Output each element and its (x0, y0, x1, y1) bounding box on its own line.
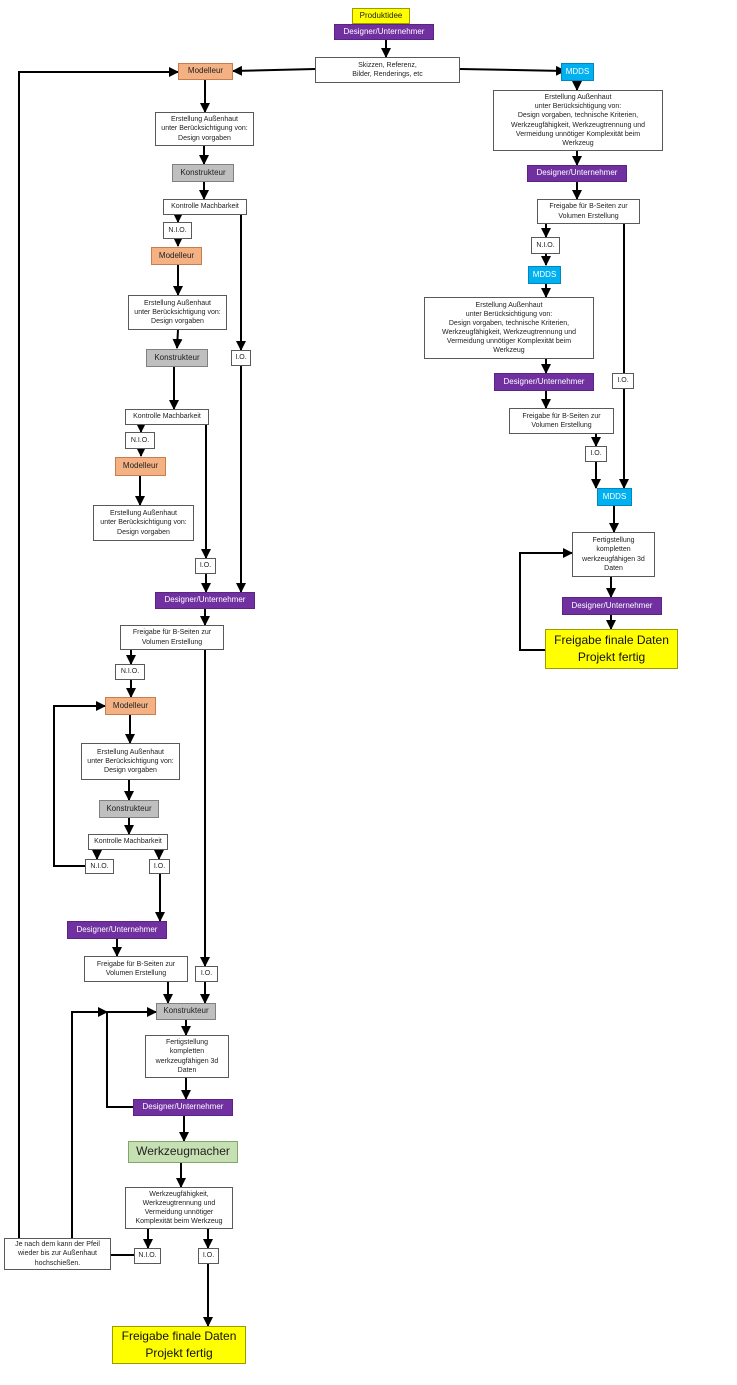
erstellung-4-node: Erstellung Außenhaut unter Berücksichtig… (81, 743, 180, 780)
kontrolle-3-node: Kontrolle Machbarkeit (88, 834, 168, 850)
nio-r1-node: N.I.O. (531, 237, 560, 254)
werkzeug-check-node: Werkzeugfähigkeit, Werkzeugtrennung und … (125, 1187, 233, 1229)
nio-4-node: N.I.O. (85, 859, 114, 874)
designer-top-node: Designer/Unternehmer (334, 24, 434, 40)
io-4-node: I.O. (195, 966, 218, 982)
note-node: Je nach dem kann der Pfeil wieder bis zu… (4, 1238, 111, 1270)
freigabe-r2-node: Freigabe für B-Seiten zur Volumen Erstel… (509, 408, 614, 434)
erstellung-r1-node: Erstellung Außenhaut unter Berücksichtig… (493, 90, 663, 151)
konstrukteur-2-node: Konstrukteur (146, 349, 208, 367)
freigabe-r1-node: Freigabe für B-Seiten zur Volumen Erstel… (537, 199, 640, 224)
designer-r2-node: Designer/Unternehmer (494, 373, 594, 391)
nio-2-node: N.I.O. (125, 432, 155, 449)
erstellung-2-node: Erstellung Außenhaut unter Berücksichtig… (128, 295, 227, 330)
mdds-1-node: MDDS (561, 63, 594, 81)
fertig-right-node: Fertigstellung kompletten werkzeugfähige… (572, 532, 655, 577)
erstellung-1-node: Erstellung Außenhaut unter Berücksichtig… (155, 112, 254, 146)
io-r2-node: I.O. (585, 446, 607, 462)
nio-3-node: N.I.O. (115, 664, 145, 680)
final-left-node: Freigabe finale Daten Projekt fertig (112, 1326, 246, 1364)
kontrolle-1-node: Kontrolle Machbarkeit (163, 199, 247, 215)
designer-r3-node: Designer/Unternehmer (562, 597, 662, 615)
konstrukteur-3-node: Konstrukteur (99, 800, 159, 818)
produktidee-node: Produktidee (352, 8, 410, 24)
mdds-3-node: MDDS (597, 488, 632, 506)
designer-bottom-node: Designer/Unternehmer (133, 1099, 233, 1116)
konstrukteur-1-node: Konstrukteur (172, 164, 234, 182)
designer-r1-node: Designer/Unternehmer (527, 165, 627, 182)
modelleur-4-node: Modelleur (105, 697, 156, 715)
freigabe-low-node: Freigabe für B-Seiten zur Volumen Erstel… (84, 956, 188, 982)
io-r1-node: I.O. (612, 373, 634, 389)
mdds-2-node: MDDS (528, 266, 561, 284)
erstellung-r2-node: Erstellung Außenhaut unter Berücksichtig… (424, 297, 594, 359)
modelleur-1-node: Modelleur (178, 63, 233, 80)
modelleur-3-node: Modelleur (115, 457, 166, 476)
final-right-node: Freigabe finale Daten Projekt fertig (545, 629, 678, 669)
erstellung-3-node: Erstellung Außenhaut unter Berücksichtig… (93, 505, 194, 541)
io-5-node: I.O. (198, 1248, 219, 1264)
nio-5-node: N.I.O. (134, 1248, 161, 1264)
konstrukteur-4-node: Konstrukteur (156, 1003, 216, 1020)
nio-1-node: N.I.O. (163, 222, 192, 239)
designer-mid-node: Designer/Unternehmer (155, 592, 255, 609)
io-2-node: I.O. (195, 558, 216, 574)
freigabe-mid-node: Freigabe für B-Seiten zur Volumen Erstel… (120, 625, 224, 650)
kontrolle-2-node: Kontrolle Machbarkeit (125, 409, 209, 425)
fertig-left-node: Fertigstellung kompletten werkzeugfähige… (145, 1035, 229, 1078)
io-3-node: I.O. (149, 859, 170, 874)
designer-low-node: Designer/Unternehmer (67, 921, 167, 939)
modelleur-2-node: Modelleur (151, 247, 202, 265)
skizzen-node: Skizzen, Referenz, Bilder, Renderings, e… (315, 57, 460, 83)
io-1-node: I.O. (231, 350, 251, 366)
werkzeugmacher-node: Werkzeugmacher (128, 1141, 238, 1163)
